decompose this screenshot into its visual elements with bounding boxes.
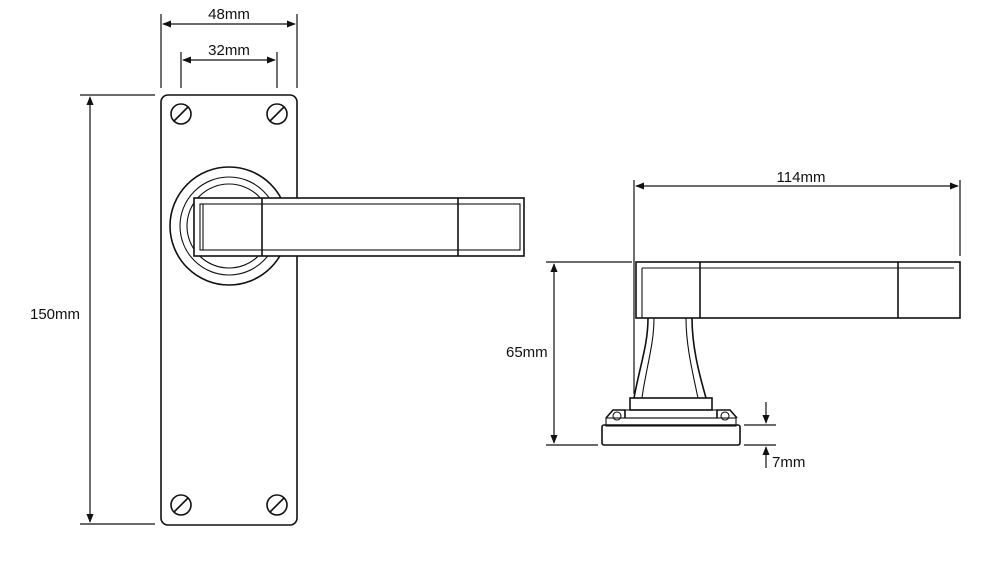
- side-view: 114mm 65mm 7mm: [506, 169, 961, 471]
- dimension-lever-height: 65mm: [506, 261, 632, 446]
- screw-bottom-left-icon: [170, 494, 192, 516]
- dimension-label-lever-height: 65mm: [506, 344, 548, 361]
- dimension-label-lever-length: 114mm: [777, 169, 826, 186]
- dimension-label-plate-height: 150mm: [30, 306, 80, 323]
- screw-top-left-icon: [170, 103, 192, 125]
- dimension-plate-height: 150mm: [30, 94, 155, 525]
- dimension-label-screw-spacing: 32mm: [208, 42, 250, 59]
- front-view: 48mm 32mm 150mm: [30, 6, 525, 526]
- dimension-label-plate-width: 48mm: [208, 6, 250, 23]
- dimension-rose-thickness: 7mm: [744, 402, 805, 471]
- rose-base: [601, 409, 741, 446]
- dimension-plate-width: 48mm: [160, 6, 298, 88]
- backplate: [160, 94, 298, 526]
- dimension-lever-length: 114mm: [633, 169, 961, 394]
- lever-front: [193, 197, 525, 257]
- dimension-screw-spacing: 32mm: [180, 42, 278, 88]
- screw-top-right-icon: [266, 103, 288, 125]
- dimension-label-rose-thickness: 7mm: [772, 454, 805, 471]
- screw-bottom-right-icon: [266, 494, 288, 516]
- lever-side: [635, 261, 961, 319]
- lever-neck: [624, 317, 718, 419]
